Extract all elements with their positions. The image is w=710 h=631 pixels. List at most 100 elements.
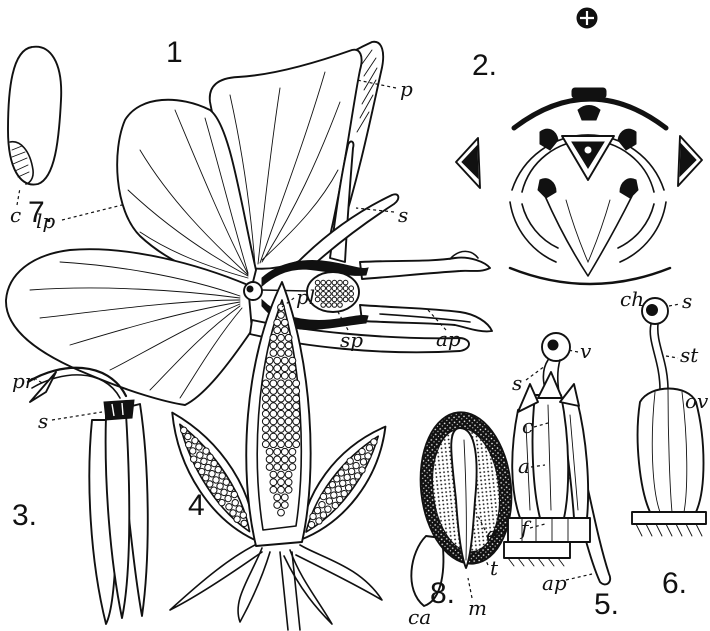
seed: [278, 410, 285, 417]
ovule: [338, 303, 343, 308]
seed: [270, 334, 277, 341]
leader-fig6-s: [669, 304, 680, 306]
seed: [293, 426, 300, 433]
seed: [274, 365, 281, 372]
figure-3-bud: pr s 3.: [12, 368, 148, 624]
seed: [274, 502, 281, 509]
seed: [281, 327, 288, 334]
figure-2-floral-diagram: 2.: [456, 8, 702, 284]
seed: [293, 380, 300, 387]
figure-6-pistil: ch s st ov 6.: [620, 287, 709, 600]
seed: [281, 464, 288, 471]
stigma-head: [244, 282, 262, 300]
label-fig6-ch: ch: [620, 287, 644, 311]
receptacle-hatching: [508, 558, 564, 566]
petal-right-outer: [620, 202, 666, 262]
seeds: [173, 422, 255, 532]
ovule: [315, 297, 320, 302]
label-fig8-e: e: [486, 522, 498, 546]
label-fig1-p: p: [400, 77, 413, 101]
stigma-chamber: [647, 305, 658, 316]
seed: [289, 365, 296, 372]
figure-5-androecium: v s c a f ap 5.: [504, 333, 619, 621]
seed: [270, 388, 277, 395]
seed: [278, 479, 285, 486]
seed: [285, 395, 292, 402]
seed: [281, 372, 288, 379]
anther: [538, 179, 556, 198]
label-fig1-sp: sp: [340, 328, 363, 352]
spur-outline: [545, 196, 632, 276]
seed: [274, 327, 281, 334]
seed: [262, 433, 269, 440]
bud-apex: [104, 400, 134, 420]
seed: [285, 418, 292, 425]
seed: [270, 471, 277, 478]
ovule: [321, 303, 326, 308]
capsule-stalk: [280, 552, 300, 630]
leader-fig3-s: [52, 412, 102, 420]
seed: [270, 426, 277, 433]
ovule: [332, 286, 337, 291]
seed: [274, 357, 281, 364]
seed: [293, 388, 300, 395]
ovule: [332, 297, 337, 302]
label-fig5-c: c: [522, 414, 533, 438]
seed: [281, 494, 288, 501]
seed: [270, 486, 277, 493]
label-fig6-st: st: [680, 343, 699, 367]
seed: [278, 380, 285, 387]
seed: [285, 426, 292, 433]
label-fig6-ov: ov: [685, 389, 709, 413]
seed: [278, 433, 285, 440]
seed: [281, 502, 288, 509]
leader-fig1-lp: [62, 205, 122, 220]
seed: [270, 350, 277, 357]
seed: [270, 403, 277, 410]
seed: [266, 448, 273, 455]
ovule: [343, 297, 348, 302]
seed: [285, 350, 292, 357]
seed: [293, 441, 300, 448]
figure-1-flower: 1: [6, 36, 492, 405]
figure-number-1: 1: [166, 36, 183, 69]
seed: [285, 342, 292, 349]
label-fig1-lp: lp: [36, 209, 55, 233]
ovule: [327, 303, 332, 308]
ovule: [315, 280, 320, 285]
ovule: [349, 292, 354, 297]
seed: [281, 456, 288, 463]
seed: [266, 357, 273, 364]
seed: [266, 456, 273, 463]
seed: [281, 365, 288, 372]
ovule: [327, 280, 332, 285]
seed: [285, 410, 292, 417]
seed: [262, 441, 269, 448]
ovule: [343, 286, 348, 291]
seed: [278, 403, 285, 410]
seed: [274, 448, 281, 455]
ovule: [327, 286, 332, 291]
seed: [274, 372, 281, 379]
seed: [270, 418, 277, 425]
anther: [578, 106, 600, 121]
seed: [278, 395, 285, 402]
leader-fig5-s: [526, 366, 545, 380]
seed: [278, 426, 285, 433]
seed: [289, 372, 296, 379]
seed: [278, 486, 285, 493]
figure-number-3: 3.: [12, 499, 37, 532]
seed: [293, 418, 300, 425]
seed: [285, 403, 292, 410]
seed: [289, 357, 296, 364]
seed: [285, 334, 292, 341]
seed: [281, 357, 288, 364]
seed: [285, 388, 292, 395]
ovule: [327, 297, 332, 302]
seed: [285, 471, 292, 478]
label-fig5-v: v: [580, 339, 592, 363]
label-fig6-s: s: [682, 289, 692, 313]
seed: [262, 403, 269, 410]
style: [650, 324, 668, 390]
ovule: [315, 292, 320, 297]
